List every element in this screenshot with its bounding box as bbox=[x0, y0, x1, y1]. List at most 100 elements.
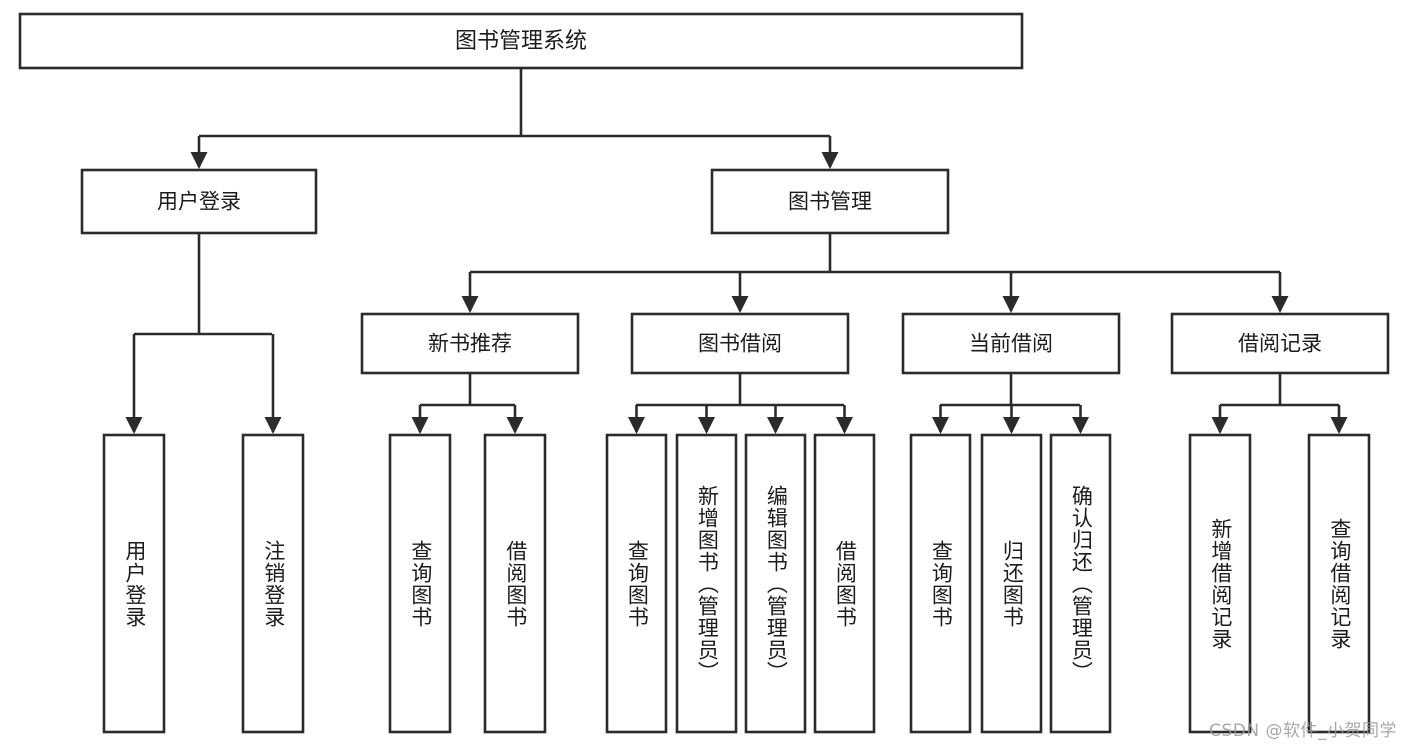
leaf-node-box bbox=[388, 433, 452, 734]
node-box bbox=[710, 168, 950, 235]
node-box bbox=[901, 312, 1121, 375]
node-label: 图书管理系统 bbox=[455, 29, 587, 54]
leaf-node-label: 用户登录 bbox=[122, 539, 147, 628]
node-label: 借阅记录 bbox=[1238, 332, 1322, 356]
arrow-head-icon bbox=[461, 296, 479, 313]
node-label: 当前借阅 bbox=[969, 332, 1053, 356]
node-box bbox=[360, 312, 580, 375]
leaf-label-wrap: 借阅图书 bbox=[815, 435, 874, 732]
node-box bbox=[1170, 312, 1390, 375]
leaf-label-wrap: 新增借阅记录 bbox=[1190, 435, 1250, 732]
leaf-label-container: 查询借阅记录 bbox=[1309, 435, 1369, 732]
leaf-node-label: 借阅图书 bbox=[503, 539, 528, 628]
leaf-label-wrap: 注销登录 bbox=[243, 435, 303, 732]
leaf-node-leaf-user-logout[interactable]: 注销登录 bbox=[241, 433, 305, 734]
leaf-node-box bbox=[102, 433, 166, 734]
leaf-node-box bbox=[1049, 433, 1112, 734]
leaf-label-container: 编辑图书（管理员） bbox=[746, 435, 805, 732]
leaf-label-container: 查询图书 bbox=[929, 539, 954, 628]
node-label: 用户登录 bbox=[157, 190, 241, 214]
leaf-label-wrap: 查询图书 bbox=[607, 435, 666, 732]
leaf-node-label: 注销登录 bbox=[261, 539, 286, 628]
leaf-label-wrap: 借阅图书 bbox=[485, 435, 545, 732]
arrow-head-icon bbox=[411, 417, 429, 434]
arrow-head-icon bbox=[821, 152, 839, 169]
leaf-node-leaf-confirm-return[interactable]: 确认归还（管理员） bbox=[1049, 433, 1112, 734]
leaf-node-leaf-add-book[interactable]: 新增图书（管理员） bbox=[675, 433, 738, 734]
leaf-label-container: 用户登录 bbox=[104, 435, 164, 732]
leaf-node-box bbox=[1188, 433, 1252, 734]
leaf-node-box bbox=[675, 433, 738, 734]
node-root[interactable]: 图书管理系统 bbox=[18, 12, 1024, 70]
leaf-node-box bbox=[241, 433, 305, 734]
arrow-head-icon bbox=[264, 417, 282, 434]
leaf-node-leaf-query-book-2[interactable]: 查询图书 bbox=[605, 433, 668, 734]
leaf-node-box bbox=[1307, 433, 1371, 734]
arrow-head-icon bbox=[1330, 417, 1348, 434]
leaf-node-label: 新增借阅记录 bbox=[1208, 517, 1233, 650]
leaf-node-leaf-borrow-book-1[interactable]: 借阅图书 bbox=[483, 433, 547, 734]
arrow-head-icon bbox=[836, 417, 853, 434]
leaf-label-wrap: 归还图书 bbox=[982, 435, 1041, 732]
leaf-node-leaf-query-record[interactable]: 查询借阅记录 bbox=[1307, 433, 1371, 734]
leaf-label-wrap: 新增图书（管理员） bbox=[677, 435, 736, 732]
node-book-borrow[interactable]: 图书借阅 bbox=[630, 312, 850, 375]
node-box bbox=[630, 312, 850, 375]
leaf-node-box bbox=[744, 433, 807, 734]
leaf-node-label: 查询借阅记录 bbox=[1327, 517, 1352, 650]
leaf-node-label: 确认归还（管理员） bbox=[1069, 484, 1094, 683]
leaf-label-container: 借阅图书 bbox=[485, 435, 545, 732]
leaf-node-label: 归还图书 bbox=[1000, 539, 1025, 628]
leaf-label-container: 归还图书 bbox=[982, 435, 1041, 732]
arrow-head-icon bbox=[190, 152, 208, 169]
node-box bbox=[18, 12, 1024, 70]
leaf-label-wrap: 查询图书 bbox=[390, 435, 450, 732]
arrow-head-icon bbox=[1002, 296, 1020, 313]
leaf-node-label: 新增图书（管理员） bbox=[695, 484, 720, 683]
leaf-node-label: 借阅图书 bbox=[833, 539, 858, 628]
arrow-head-icon bbox=[506, 417, 524, 434]
leaf-node-leaf-edit-book[interactable]: 编辑图书（管理员） bbox=[744, 433, 807, 734]
leaf-label-container: 查询图书 bbox=[607, 435, 666, 732]
node-book-manage[interactable]: 图书管理 bbox=[710, 168, 950, 235]
leaf-node-label: 查询图书 bbox=[408, 539, 433, 628]
arrow-head-icon bbox=[698, 417, 715, 434]
arrow-head-icon bbox=[767, 417, 784, 434]
leaf-node-label: 查询图书 bbox=[929, 539, 954, 628]
arrow-head-icon bbox=[1003, 417, 1020, 434]
arrow-head-icon bbox=[628, 417, 645, 434]
leaf-node-label: 查询图书 bbox=[625, 539, 650, 628]
leaf-node-box bbox=[909, 433, 972, 734]
leaf-label-wrap: 查询借阅记录 bbox=[1309, 435, 1369, 732]
leaf-node-leaf-borrow-book-2[interactable]: 借阅图书 bbox=[813, 433, 876, 734]
node-user-login[interactable]: 用户登录 bbox=[80, 168, 318, 235]
leaf-label-wrap: 确认归还（管理员） bbox=[1051, 435, 1110, 732]
arrow-head-icon bbox=[1072, 417, 1089, 434]
node-label: 图书管理 bbox=[788, 190, 872, 214]
leaf-node-leaf-user-login[interactable]: 用户登录 bbox=[102, 433, 166, 734]
leaf-node-box bbox=[980, 433, 1043, 734]
node-current-borrow[interactable]: 当前借阅 bbox=[901, 312, 1121, 375]
leaf-node-leaf-return-book[interactable]: 归还图书 bbox=[980, 433, 1043, 734]
leaf-node-box bbox=[483, 433, 547, 734]
arrow-head-icon bbox=[1271, 296, 1289, 313]
node-label: 新书推荐 bbox=[428, 332, 512, 356]
node-borrow-record[interactable]: 借阅记录 bbox=[1170, 312, 1390, 375]
leaf-node-label: 编辑图书（管理员） bbox=[764, 484, 789, 683]
arrow-head-icon bbox=[932, 417, 949, 434]
node-box bbox=[80, 168, 318, 235]
leaf-node-leaf-query-book-3[interactable]: 查询图书 bbox=[909, 433, 972, 734]
edges-layer bbox=[125, 68, 1348, 434]
leaf-label-wrap: 编辑图书（管理员） bbox=[746, 435, 805, 732]
leaf-node-leaf-query-book-1[interactable]: 查询图书 bbox=[388, 433, 452, 734]
leaf-label-container: 确认归还（管理员） bbox=[1051, 435, 1110, 732]
leaf-node-leaf-add-record[interactable]: 新增借阅记录 bbox=[1188, 433, 1252, 734]
leaf-node-box bbox=[605, 433, 668, 734]
node-new-book-rec[interactable]: 新书推荐 bbox=[360, 312, 580, 375]
leaf-label-wrap: 用户登录 bbox=[104, 435, 164, 732]
leaf-label-container: 注销登录 bbox=[243, 435, 303, 732]
arrow-head-icon bbox=[1211, 417, 1229, 434]
leaf-label-container: 查询图书 bbox=[390, 435, 450, 732]
